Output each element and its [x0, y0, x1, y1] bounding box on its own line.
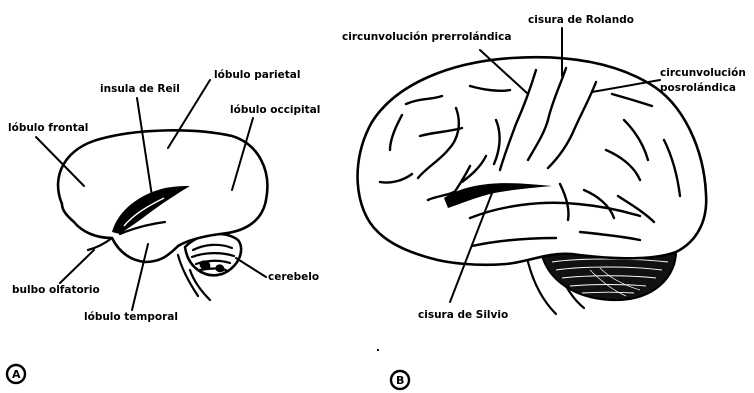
figure-a-cerebellum — [178, 234, 241, 300]
figure-b-marker: B — [391, 371, 409, 389]
label-precentral-gyrus: circunvolución prerrolándica — [342, 31, 511, 43]
label-olfactory-bulb: bulbo olfatorio — [12, 284, 100, 296]
leader-olfactory — [60, 250, 94, 283]
figure-a-brain-lobes: insula de Reil lóbulo parietal lóbulo fr… — [8, 69, 320, 323]
label-temporal-lobe: lóbulo temporal — [84, 311, 178, 323]
speck-dot — [377, 349, 379, 351]
figure-a-marker: A — [7, 365, 25, 383]
svg-text:B: B — [396, 374, 404, 387]
label-insula: insula de Reil — [100, 83, 180, 95]
label-cerebellum: cerebelo — [268, 271, 319, 283]
label-central-sulcus: cisura de Rolando — [528, 14, 634, 26]
label-frontal-lobe: lóbulo frontal — [8, 122, 88, 134]
label-occipital-lobe: lóbulo occipital — [230, 104, 320, 116]
label-parietal-lobe: lóbulo parietal — [214, 69, 300, 81]
label-sylvian-fissure: cisura de Silvio — [418, 309, 508, 321]
figure-b-lateral-brain: circunvolución prerrolándica cisura de R… — [342, 14, 746, 321]
figure-b-hemisphere-outline — [358, 57, 707, 265]
label-postcentral-gyrus-line1: circunvolución — [660, 67, 746, 79]
label-postcentral-gyrus-line2: posrolándica — [660, 82, 736, 94]
leader-cerebellum — [236, 258, 266, 277]
svg-text:A: A — [12, 368, 21, 381]
